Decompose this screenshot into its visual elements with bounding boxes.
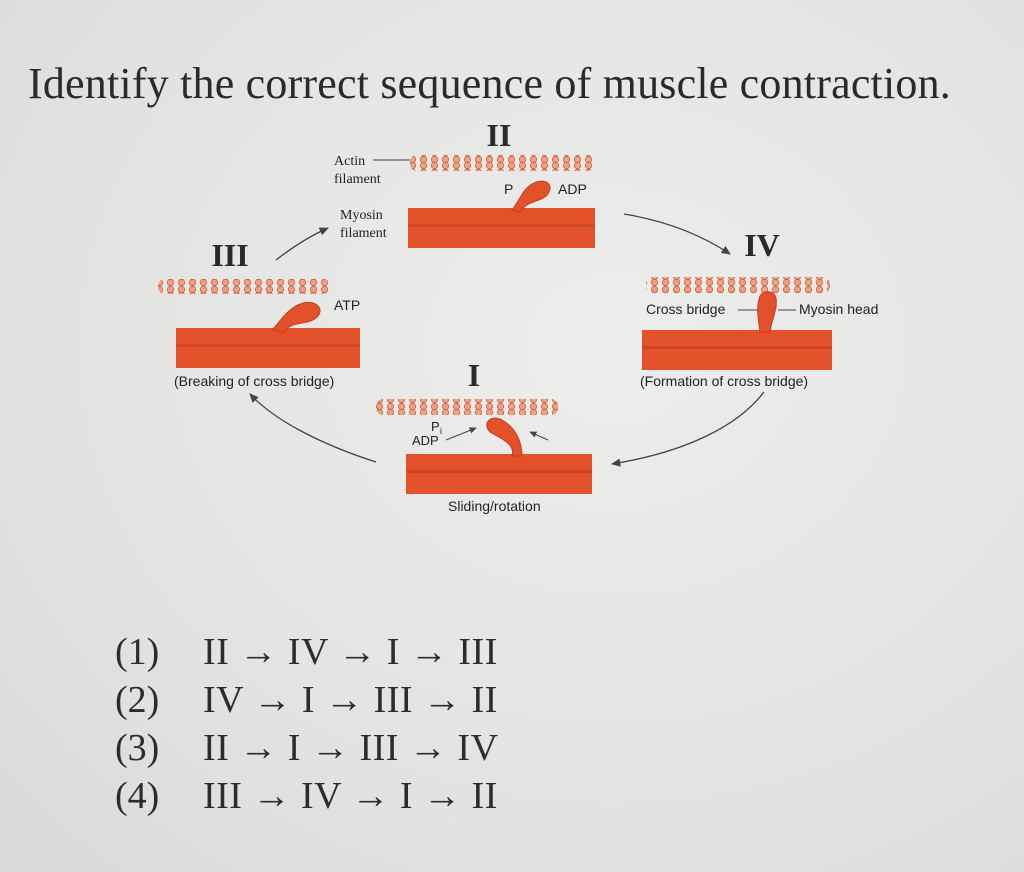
label-pi: P bbox=[431, 419, 440, 434]
option-2[interactable]: (2) IV → I → III → II bbox=[115, 676, 499, 724]
release-arrow bbox=[445, 427, 477, 441]
stage-iii: III ATP (Breaking of cross bridge) bbox=[158, 237, 360, 389]
stage-ii: II P ADP Actin filament Myosin filament bbox=[334, 117, 595, 248]
filament-stripe bbox=[176, 344, 360, 347]
label-adp-top: ADP bbox=[558, 181, 587, 197]
actin-filament-iii bbox=[158, 279, 330, 294]
label-myosin-head: Myosin head bbox=[799, 301, 878, 317]
stage-iv-label: IV bbox=[744, 227, 780, 263]
actin-filament-i bbox=[376, 399, 558, 415]
answer-options: (1) II → IV → I → III (2) IV → I → III →… bbox=[115, 628, 499, 820]
filament-stripe bbox=[406, 470, 592, 473]
label-atp: ATP bbox=[334, 297, 360, 313]
myosin-head-iii bbox=[270, 302, 321, 333]
actin-filament-iv bbox=[646, 277, 830, 293]
label-actin-1: Actin bbox=[334, 154, 365, 169]
myosin-filament-i bbox=[406, 454, 592, 494]
option-number: (2) bbox=[115, 679, 160, 721]
label-adp-bottom: ADP bbox=[412, 433, 439, 448]
myosin-filament-iv bbox=[642, 330, 832, 370]
filament-stripe bbox=[408, 224, 595, 227]
label-sliding: Sliding/rotation bbox=[448, 498, 541, 514]
actin-filament-ii bbox=[410, 155, 595, 171]
option-sequence: II → IV → I → III bbox=[203, 631, 498, 673]
label-myosin-1: Myosin bbox=[340, 208, 383, 223]
label-actin-2: filament bbox=[334, 172, 381, 187]
option-3[interactable]: (3) II → I → III → IV bbox=[115, 724, 499, 772]
rotation-arrow bbox=[529, 431, 549, 441]
option-number: (4) bbox=[115, 775, 160, 817]
option-number: (1) bbox=[115, 631, 160, 673]
label-p: P bbox=[504, 181, 513, 197]
stage-iii-label: III bbox=[211, 237, 248, 273]
option-1[interactable]: (1) II → IV → I → III bbox=[115, 628, 499, 676]
myosin-head-ii bbox=[511, 180, 551, 213]
myosin-head-i bbox=[486, 417, 523, 457]
myosin-filament-ii bbox=[408, 208, 595, 248]
option-sequence: II → I → III → IV bbox=[203, 727, 499, 769]
stage-i-label: I bbox=[468, 357, 480, 393]
arrow-iv-to-i bbox=[610, 391, 765, 467]
question-text: Identify the correct sequence of muscle … bbox=[28, 59, 951, 108]
label-breaking: (Breaking of cross bridge) bbox=[174, 373, 334, 389]
label-pi-sub: i bbox=[440, 426, 442, 436]
arrow-i-to-iii bbox=[249, 393, 377, 463]
arrow-iii-to-ii bbox=[275, 227, 329, 261]
muscle-contraction-diagram: II P ADP Actin filament Myosin filament … bbox=[158, 117, 878, 514]
option-sequence: III → IV → I → II bbox=[203, 775, 498, 817]
option-4[interactable]: (4) III → IV → I → II bbox=[115, 772, 499, 820]
stage-i: I P i ADP Sliding/rotation bbox=[376, 357, 592, 514]
myosin-filament-iii bbox=[176, 328, 360, 368]
label-myosin-2: filament bbox=[340, 226, 387, 241]
stage-iv: IV Cross bridge Myosin head (Formation o… bbox=[640, 227, 878, 389]
myosin-head-iv bbox=[757, 291, 777, 333]
stage-ii-label: II bbox=[487, 117, 512, 153]
option-sequence: IV → I → III → II bbox=[203, 679, 498, 721]
filament-stripe bbox=[642, 346, 832, 349]
arrow-ii-to-iv bbox=[623, 213, 731, 255]
label-cross-bridge: Cross bridge bbox=[646, 301, 726, 317]
label-formation: (Formation of cross bridge) bbox=[640, 373, 808, 389]
option-number: (3) bbox=[115, 727, 160, 769]
